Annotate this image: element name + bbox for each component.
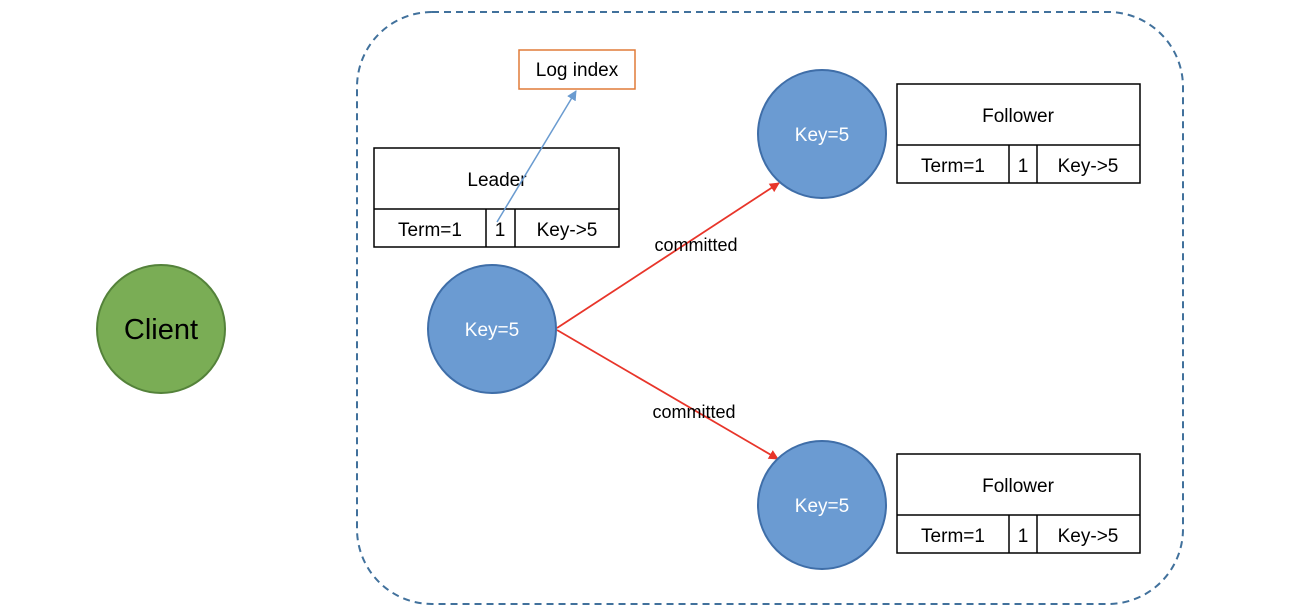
leader-entry-command: Key->5 xyxy=(537,220,598,241)
leader-node: Key=5 xyxy=(427,264,557,394)
follower-1-entry-index: 1 xyxy=(1018,156,1029,177)
commit-arrow-top xyxy=(556,182,780,329)
client-node: Client xyxy=(96,264,226,394)
log-index-label: Log index xyxy=(536,60,619,81)
cluster-boundary xyxy=(356,11,1184,605)
leader-entry-term: Term=1 xyxy=(398,220,462,241)
commit-label-top: committed xyxy=(654,235,737,255)
follower-1-node-label: Key=5 xyxy=(795,125,849,146)
leader-title: Leader xyxy=(467,170,527,191)
follower-2-title: Follower xyxy=(982,476,1054,497)
follower-2-entry-index: 1 xyxy=(1018,526,1029,547)
follower-1-entry-term: Term=1 xyxy=(921,156,985,177)
leader-node-label: Key=5 xyxy=(465,320,519,341)
client-label: Client xyxy=(124,314,198,346)
follower-2-log-table: Follower Term=1 1 Key->5 xyxy=(896,453,1141,554)
follower-node-1: Key=5 xyxy=(757,69,887,199)
leader-log-table: Leader Term=1 1 Key->5 xyxy=(373,147,620,248)
commit-label-bottom: committed xyxy=(652,402,735,422)
commit-arrow-bottom xyxy=(556,329,779,460)
follower-1-entry-command: Key->5 xyxy=(1058,156,1119,177)
follower-1-title: Follower xyxy=(982,106,1054,127)
log-index-callout: Log index xyxy=(518,49,636,90)
follower-1-log-table: Follower Term=1 1 Key->5 xyxy=(896,83,1141,184)
follower-2-entry-command: Key->5 xyxy=(1058,526,1119,547)
leader-entry-index: 1 xyxy=(495,220,506,241)
follower-2-entry-term: Term=1 xyxy=(921,526,985,547)
follower-2-node-label: Key=5 xyxy=(795,496,849,517)
log-index-arrow xyxy=(496,90,577,223)
follower-node-2: Key=5 xyxy=(757,440,887,570)
